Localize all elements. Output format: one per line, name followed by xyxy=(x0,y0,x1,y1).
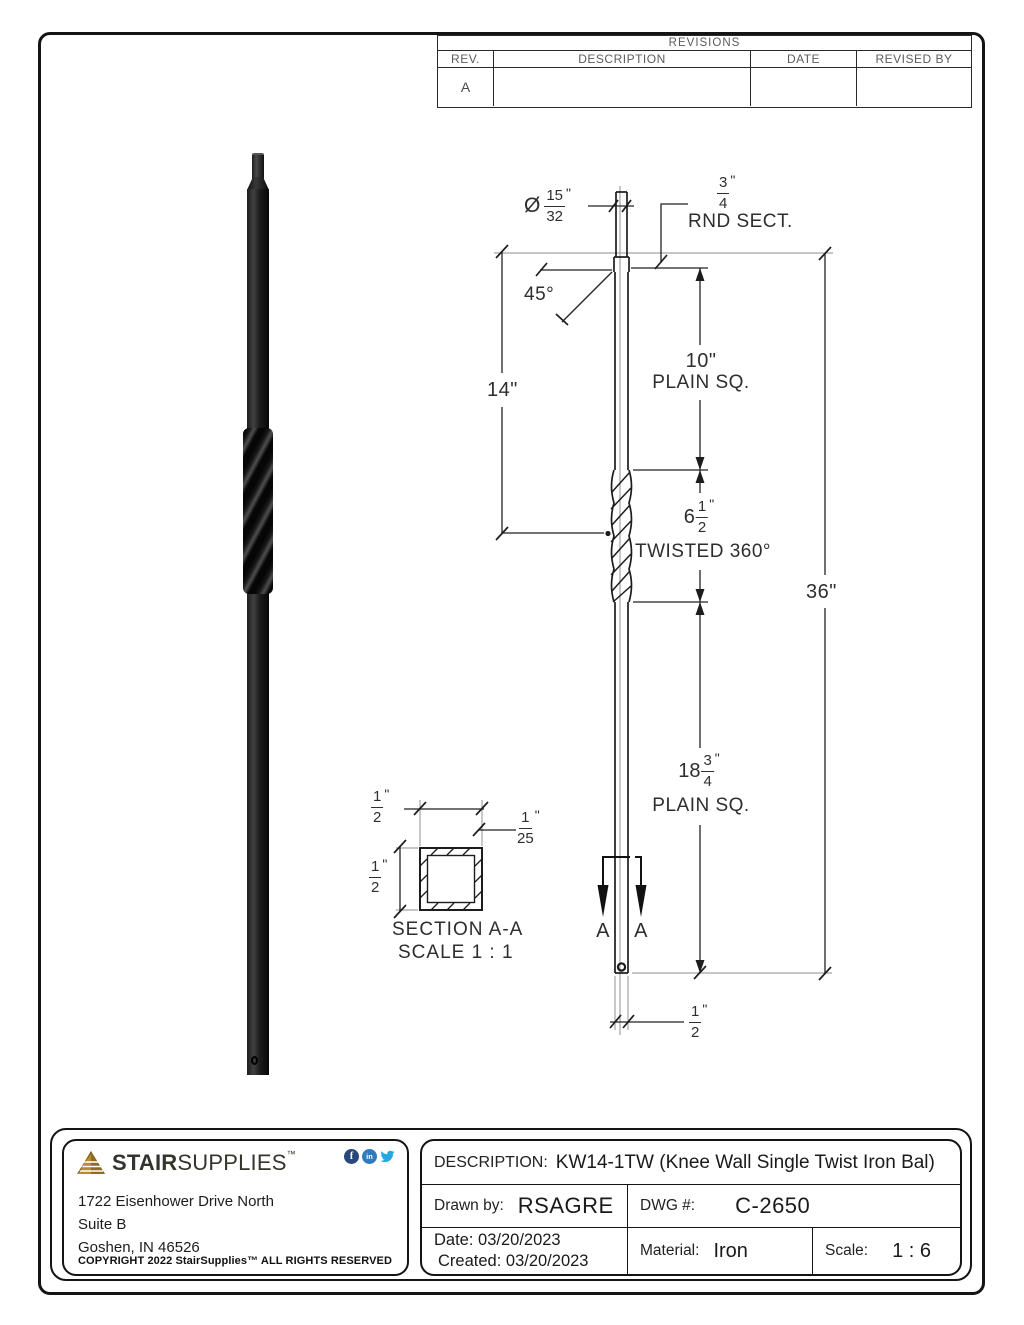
brand-name: STAIRSUPPLIES™ xyxy=(112,1149,296,1175)
material-label: Material: xyxy=(640,1242,700,1259)
description-label: DESCRIPTION: xyxy=(434,1153,548,1171)
label-twisted-360: TWISTED 360° xyxy=(634,541,772,562)
facebook-icon[interactable]: f xyxy=(344,1149,359,1164)
dim-10in: 10" xyxy=(685,350,717,372)
stairsupplies-logo-icon xyxy=(77,1151,105,1174)
photo-mounting-hole xyxy=(251,1056,258,1065)
section-cut-arrows xyxy=(597,856,647,917)
date-cell: Date: 03/20/2023 Created: 03/20/2023 xyxy=(422,1228,628,1274)
scale-cell: Scale: 1 : 6 xyxy=(813,1228,960,1274)
created-label: Created: xyxy=(438,1252,502,1270)
date-material-scale-row: Date: 03/20/2023 Created: 03/20/2023 Mat… xyxy=(422,1228,960,1274)
photo-twist-section xyxy=(243,428,273,594)
baluster-photo xyxy=(243,153,273,1075)
address-line-3: Goshen, IN 46526 xyxy=(78,1239,200,1256)
twist-hatch xyxy=(610,471,632,603)
dwg-value: C-2650 xyxy=(735,1193,811,1218)
date-label: Date: xyxy=(434,1231,474,1249)
material-cell: Material: Iron xyxy=(628,1228,813,1274)
scale-label: Scale: xyxy=(825,1242,869,1259)
section-title: SECTION A-A xyxy=(392,919,524,940)
label-plain-sq-top: PLAIN SQ. xyxy=(652,372,750,393)
linkedin-icon[interactable]: in xyxy=(362,1149,377,1164)
photo-square-shaft xyxy=(247,189,269,1075)
revisions-data-row: A xyxy=(438,68,971,106)
revisions-col-rev: REV. xyxy=(451,52,480,66)
section-scale: SCALE 1 : 1 xyxy=(398,942,514,963)
title-block-brand-cell: STAIRSUPPLIES™ f in 1722 Eisenhower Driv… xyxy=(62,1139,409,1276)
material-value: Iron xyxy=(713,1239,748,1262)
dim-36in: 36" xyxy=(806,581,837,603)
date-value: 03/20/2023 xyxy=(478,1231,561,1249)
photo-round-pin xyxy=(252,153,264,179)
drawn-by-value: RSAGRE xyxy=(517,1193,614,1218)
label-round-section: RND SECT. xyxy=(688,211,793,232)
dim-14in: 14" xyxy=(487,379,518,401)
description-row: DESCRIPTION: KW14-1TW (Knee Wall Single … xyxy=(422,1141,960,1185)
revisions-col-desc: DESCRIPTION xyxy=(493,51,750,67)
section-marker-a-right: A xyxy=(634,920,648,942)
copyright-line: COPYRIGHT 2022 StairSupplies™ ALL RIGHTS… xyxy=(78,1255,392,1267)
revisions-header-row: REV. DESCRIPTION DATE REVISED BY xyxy=(438,51,971,68)
baluster-outline xyxy=(610,191,633,974)
section-view xyxy=(419,847,483,911)
dwg-label: DWG #: xyxy=(640,1197,696,1214)
extension-lines xyxy=(396,186,833,1035)
sheet-border xyxy=(38,32,985,1295)
description-value: KW14-1TW (Knee Wall Single Twist Iron Ba… xyxy=(555,1151,935,1173)
dim-angle-45: 45° xyxy=(524,284,555,305)
social-icons: f in xyxy=(344,1149,395,1164)
revisions-col-by: REVISED BY xyxy=(856,51,971,67)
twitter-icon[interactable] xyxy=(380,1149,395,1164)
section-marker-a-left: A xyxy=(596,920,610,942)
dwg-number-cell: DWG #: C-2650 xyxy=(628,1185,960,1227)
drawn-dwg-row: Drawn by: RSAGRE DWG #: C-2650 xyxy=(422,1185,960,1228)
scale-value: 1 : 6 xyxy=(892,1239,932,1262)
revisions-table: REVISIONS REV. DESCRIPTION DATE REVISED … xyxy=(437,35,972,108)
dimension-ticks xyxy=(393,199,832,1029)
label-plain-sq-bottom: PLAIN SQ. xyxy=(652,795,750,816)
title-block-info-cell: DESCRIPTION: KW14-1TW (Knee Wall Single … xyxy=(420,1139,962,1276)
dimension-arrowheads xyxy=(605,268,705,973)
photo-shoulder xyxy=(247,177,269,190)
drawn-by-cell: Drawn by: RSAGRE xyxy=(422,1185,628,1227)
revision-letter: A xyxy=(460,79,471,95)
revisions-col-date: DATE xyxy=(750,51,856,67)
brand-logo: STAIRSUPPLIES™ xyxy=(76,1149,296,1176)
created-value: 03/20/2023 xyxy=(505,1252,589,1270)
address-line-1: 1722 Eisenhower Drive North xyxy=(78,1193,274,1210)
section-hatch xyxy=(419,847,483,911)
address-line-2: Suite B xyxy=(78,1216,127,1233)
drawn-by-label: Drawn by: xyxy=(434,1197,504,1214)
revisions-title: REVISIONS xyxy=(438,36,971,51)
